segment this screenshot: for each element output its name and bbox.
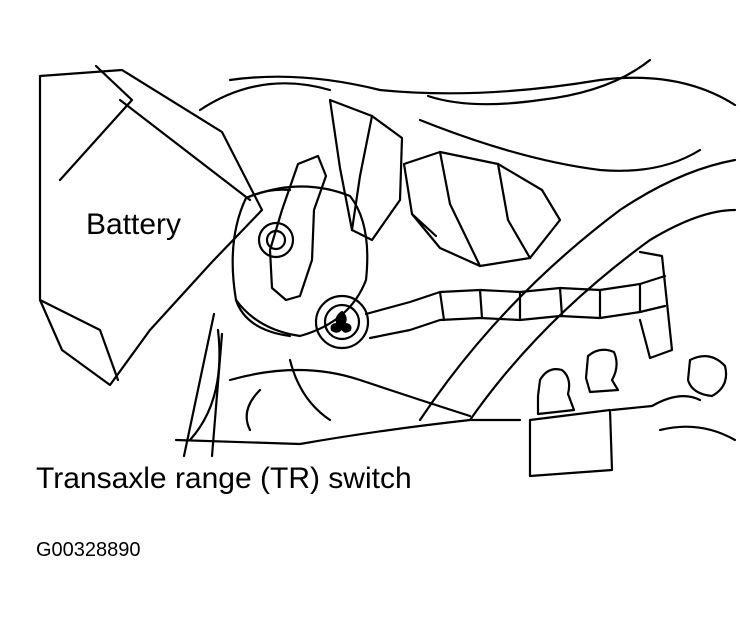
- figure-id: G00328890: [36, 539, 141, 561]
- terminal-nut: [316, 296, 368, 348]
- trefoil-mark: [332, 312, 351, 332]
- battery-outline: [40, 70, 262, 385]
- tr-switch-body: [233, 186, 368, 336]
- battery-side-line: [120, 100, 250, 200]
- lever-arm: [270, 156, 326, 300]
- hose-curve: [420, 160, 735, 420]
- lever-nut: [259, 223, 293, 257]
- connector-block: [330, 100, 402, 240]
- leader-line-2: [212, 334, 222, 456]
- bolt-right: [586, 350, 618, 392]
- battery-top-edge: [60, 66, 132, 180]
- bolt-left: [538, 369, 574, 414]
- battery-label: Battery: [86, 208, 182, 241]
- tr-switch-label: Transaxle range (TR) switch: [36, 462, 412, 495]
- leader-line-1: [184, 314, 214, 456]
- shift-cable: [366, 276, 665, 314]
